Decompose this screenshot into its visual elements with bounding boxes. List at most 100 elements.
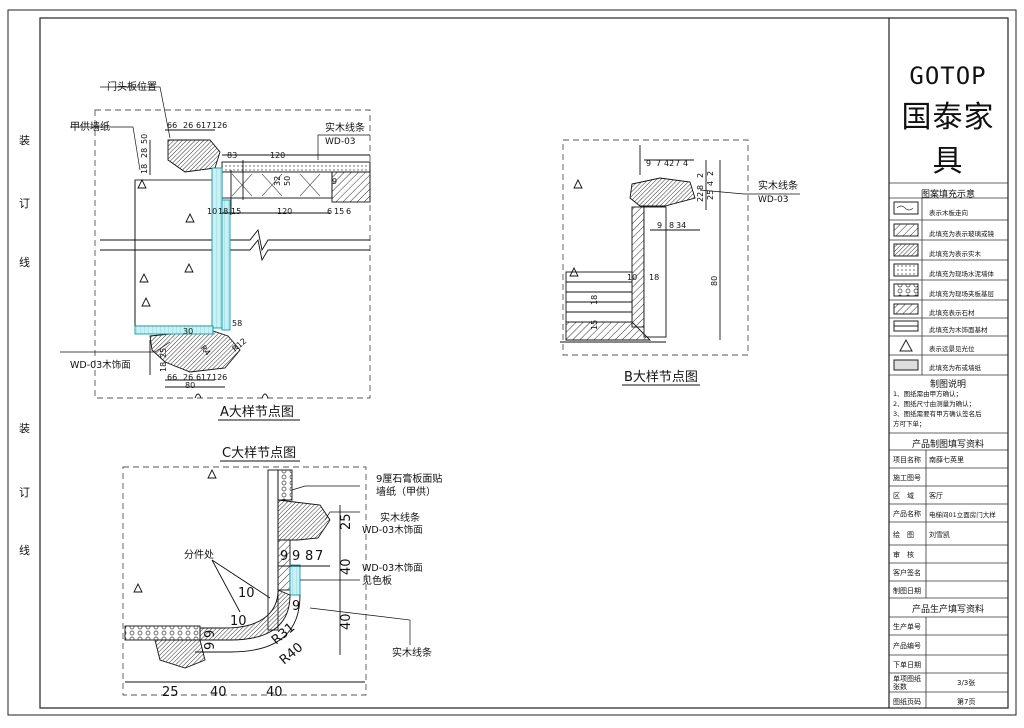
label-b-solid-line: 实木线条 [758, 179, 798, 192]
dim-b-18: 18 [649, 273, 659, 282]
info-key: 客户签名 [893, 569, 921, 577]
dim-b-10: 10 [627, 273, 637, 282]
note-line: 2、图纸尺寸由测量为确认； [893, 400, 976, 408]
label-gypsum: 9厘石膏板面贴 [376, 472, 442, 485]
binding-char-1: 装 [19, 134, 30, 147]
dim-a-126: 126 [212, 121, 227, 130]
detail-b-title: B大样节点图 [624, 370, 698, 385]
dim-c-40a: 40 [339, 558, 354, 575]
dim-a-58: 58 [232, 319, 242, 328]
label-solid-line: 实木线条 [325, 121, 365, 134]
dim-a-25: 25 [159, 348, 168, 358]
label-split: 分件处 [184, 549, 214, 561]
dim-b-8b: 8 [669, 221, 674, 230]
dim-b-2: 2 [696, 173, 705, 178]
brand-logo-cn: 国泰家具 [901, 100, 995, 179]
detail-b-dims: 9 7 42 7 4 2 22 8 25 4 2 9 8 34 10 18 80… [590, 159, 719, 330]
info-row: 审 核 [889, 546, 1007, 563]
info-row: 图纸页码 第7页 [889, 693, 1007, 710]
dim-a-66b: 66 [167, 373, 177, 382]
info-row: 产品编号 [889, 637, 1007, 654]
dim-a-18b: 18 [218, 207, 228, 216]
dim-c-40d: 40 [266, 685, 283, 700]
legend-label: 此填充为表示玻璃或镜 [929, 230, 994, 238]
note-line: 1、图纸需由甲方确认； [893, 390, 963, 398]
label-veneer: WD-03木饰面 [70, 359, 131, 371]
dim-b-4b: 4 [706, 181, 715, 186]
binding-char-5: 订 [19, 486, 30, 499]
detail-a-dims: 66 26 6 17 126 18 28 50 83 120 32 50 10 … [140, 121, 351, 390]
info-value: 电梯间01立面房门大样 [929, 511, 996, 519]
legend-item: 表示木板走向 [889, 202, 1007, 221]
info-row: 绘 图刘雪凯 [889, 526, 1007, 543]
legend-item: 此填充为木饰面基材 [889, 319, 1007, 338]
detail-a-labels: 门头板位置 甲供墙纸 实木线条 WD-03 WD-03木饰面 A大样节点图 [70, 80, 365, 421]
dim-a-6d: 6 [196, 373, 201, 382]
dim-a-50: 50 [140, 134, 149, 144]
legend-title: 图案填充示意 [920, 190, 975, 200]
label-c-solid-line2: 实木线条 [392, 646, 432, 659]
dim-c-9a: 9 [280, 549, 288, 564]
legend-item: 此填充为布或墙纸 [889, 357, 1007, 376]
info-key: 单项图纸张数 [893, 675, 921, 691]
dim-a-17: 17 [201, 121, 211, 130]
detail-b-labels: 实木线条 WD-03 B大样节点图 [622, 179, 798, 386]
note-line: 3、图纸需要有甲方确认签名后 [893, 410, 982, 418]
dim-b-7b: 7 [675, 159, 680, 168]
legend-label: 此填充表示石材 [929, 309, 975, 317]
label-door-head: 门头板位置 [107, 80, 157, 93]
dim-a-30: 30 [183, 327, 193, 336]
detail-a-drawing [60, 86, 371, 399]
dim-a-15: 15 [231, 207, 241, 216]
legend-item: 表示远景见光位 [889, 338, 1007, 357]
info-key: 产品编号 [893, 642, 921, 650]
detail-a-title: A大样节点图 [220, 405, 294, 420]
dim-a-120b: 120 [277, 207, 292, 216]
dim-a-32: 32 [273, 176, 282, 186]
dim-b-9b: 9 [657, 221, 662, 230]
legend-label: 此填充为表示实木 [929, 250, 981, 258]
legend-label: 此填充为现场水泥墙体 [929, 270, 994, 278]
dim-a-9: 9 [332, 177, 337, 186]
dim-a-50b: 50 [283, 176, 292, 186]
dim-a-15b: 15 [334, 207, 344, 216]
info-value: 南薛七英里 [929, 456, 964, 464]
dim-c-9e: 9 [203, 630, 218, 638]
legend-label: 此填充为现场夹板基层 [929, 290, 994, 298]
dim-a-6b: 6 [327, 207, 332, 216]
binding-char-2: 订 [19, 197, 30, 210]
dim-c-9c: 9 [292, 599, 300, 614]
label-gypsum2: 墙纸（甲供） [376, 485, 436, 498]
legend-label: 此填充为木饰面基材 [929, 326, 988, 334]
info-row: 项目名称南薛七英里 [889, 451, 1007, 468]
info-key: 区 域 [893, 492, 914, 500]
dim-a-18c: 18 [159, 362, 168, 372]
info-value: 第7页 [957, 698, 976, 706]
legend-item: 此填充为表示实木 [889, 243, 1007, 262]
info-value: 客厅 [929, 492, 943, 500]
info-key: 图纸页码 [893, 698, 921, 706]
info-row: 下单日期 [889, 656, 1007, 673]
label-c-veneer: WD-03木饰面 [362, 562, 423, 574]
label-c-veneer-code: WD-03木饰面 [362, 524, 423, 536]
brand-logo-en: GOTOP [909, 62, 987, 90]
info-row: 产品名称电梯间01立面房门大样 [889, 505, 1007, 522]
info-key: 产品名称 [893, 510, 921, 518]
info-value: 3/3张 [957, 679, 976, 687]
detail-c-drawing [122, 466, 411, 696]
binding-char-4: 装 [19, 422, 30, 435]
dim-a-120: 120 [270, 151, 285, 160]
dim-c-8: 8 [305, 549, 313, 564]
title-block-grid [889, 182, 1008, 708]
dim-a-10: 10 [207, 207, 217, 216]
legend-label: 表示木板走向 [929, 209, 968, 217]
legend-label: 此填充为布或墙纸 [929, 364, 981, 372]
dim-b-25: 25 [706, 190, 715, 200]
label-solid-line-code: WD-03 [325, 137, 356, 147]
dim-b-7: 7 [656, 159, 661, 168]
dim-b-42: 42 [664, 159, 674, 168]
dim-c-7: 7 [315, 549, 323, 564]
label-c-solid-line: 实木线条 [380, 511, 420, 524]
